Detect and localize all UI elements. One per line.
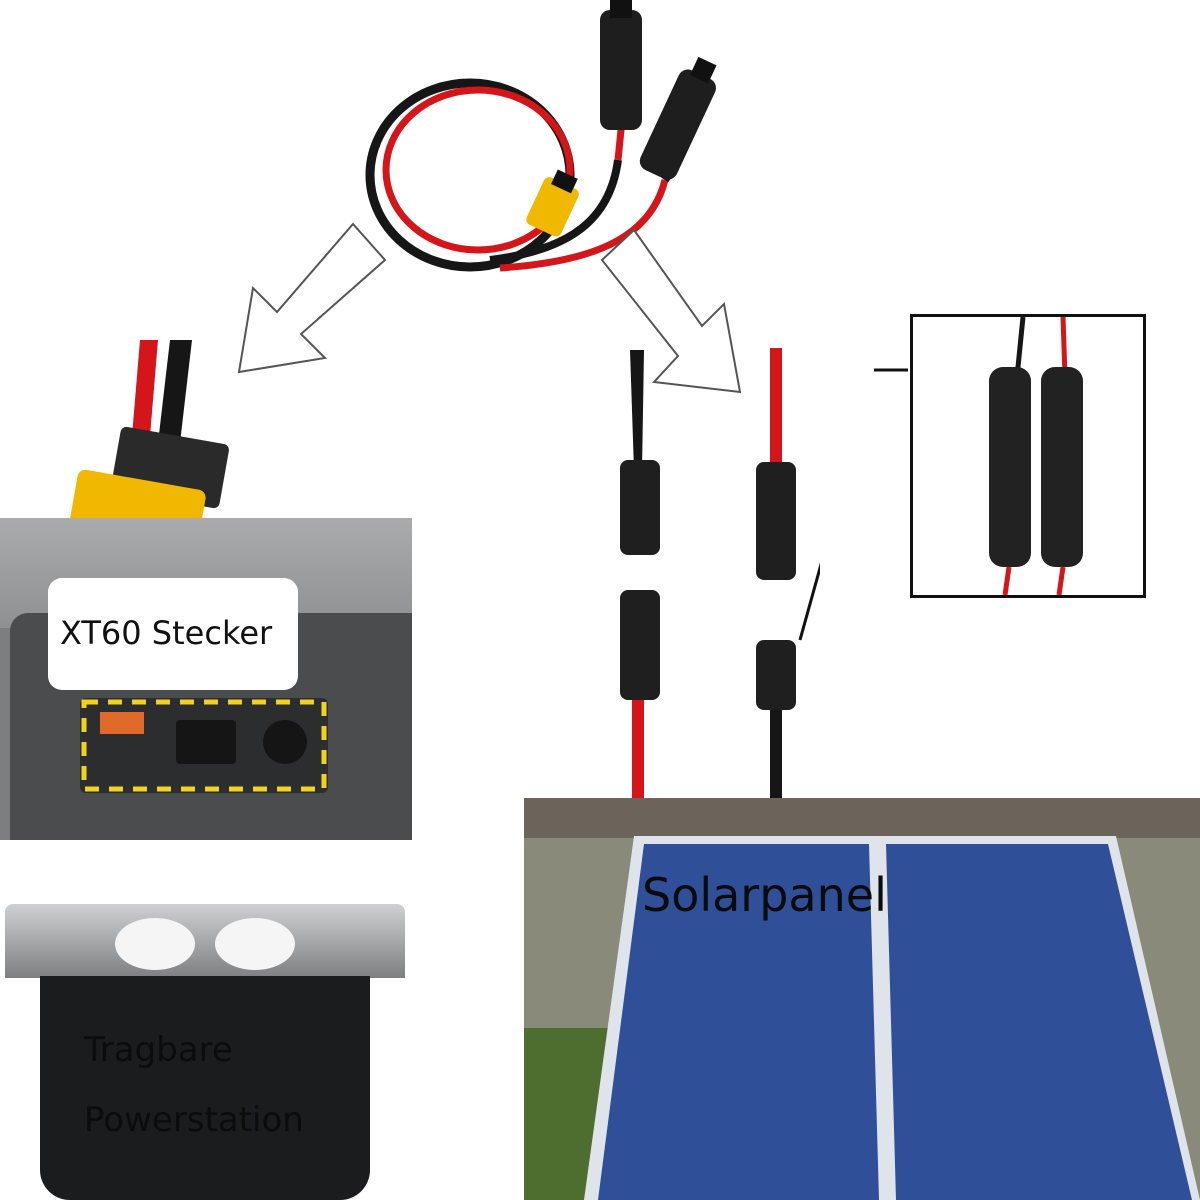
- arrow-left-down-icon: [237, 222, 387, 374]
- powerstation-image: Tragbare Powerstation: [0, 900, 410, 1200]
- connection-detail-box: [910, 314, 1146, 598]
- connector-label-text: XT60 Stecker: [60, 614, 273, 652]
- station-label-line1: Tragbare: [84, 1030, 233, 1070]
- pointer-line: [874, 368, 908, 372]
- station-label-line2: Powerstation: [84, 1100, 304, 1140]
- mc4-connectors-image: [620, 348, 820, 820]
- port-panel: [80, 698, 328, 793]
- y-cable-image: [365, 0, 717, 272]
- solar-label: Solarpanel: [642, 868, 887, 922]
- powerstation-top: [5, 904, 405, 978]
- arrow-right-down-icon: [600, 228, 742, 394]
- solar-panel-photo: [524, 798, 1200, 1200]
- powerstation-bottom: [40, 976, 370, 1200]
- vent-grille: [115, 918, 295, 970]
- connector-label: XT60 Stecker: [48, 578, 298, 690]
